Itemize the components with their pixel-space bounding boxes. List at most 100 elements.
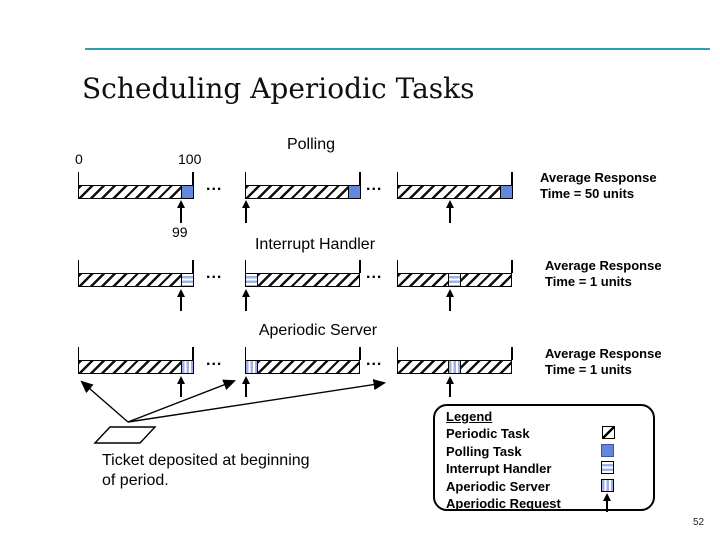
avg-response-server: Average Response Time = 1 units bbox=[545, 346, 662, 378]
legend-label-interrupt-handler: Interrupt Handler bbox=[446, 461, 552, 476]
interrupt-handler-block bbox=[180, 272, 194, 287]
period-tick bbox=[244, 172, 246, 185]
polling-bar-3 bbox=[396, 172, 513, 199]
aperiodic-request-arrow bbox=[176, 376, 185, 397]
polling-bar-1 bbox=[77, 172, 194, 199]
arrow-head bbox=[445, 289, 454, 297]
period-tick bbox=[192, 172, 194, 185]
interrupt-handler-block bbox=[448, 272, 461, 287]
aperiodic-request-arrow bbox=[445, 376, 454, 397]
ellipsis: ... bbox=[366, 265, 383, 282]
avg-response-line2: Time = 1 units bbox=[545, 362, 632, 377]
aperiodic-request-arrow bbox=[241, 200, 250, 223]
ticket-arrow-to-bar3 bbox=[127, 379, 387, 423]
arrow-head bbox=[176, 376, 185, 384]
title-rule bbox=[85, 48, 710, 50]
periodic-task-swatch-icon bbox=[602, 426, 615, 439]
polling-task-block bbox=[347, 184, 361, 199]
ellipsis: ... bbox=[206, 177, 223, 194]
period-tick bbox=[511, 172, 513, 185]
arrow-stem bbox=[244, 297, 247, 311]
period-tick bbox=[511, 347, 513, 360]
avg-response-polling: Average Response Time = 50 units bbox=[540, 170, 657, 202]
ticket-annotation bbox=[80, 379, 387, 444]
aperiodic-request-arrow bbox=[241, 376, 250, 397]
arrow-head bbox=[176, 289, 185, 297]
interrupt-bar-1 bbox=[77, 260, 194, 287]
request-time-label: 99 bbox=[172, 224, 188, 240]
ticket-arrow-to-bar2 bbox=[127, 379, 236, 423]
aperiodic-request-arrow bbox=[241, 289, 250, 311]
ticket-arrow-to-bar1 bbox=[80, 380, 129, 423]
arrow-stem bbox=[448, 297, 451, 311]
period-tick bbox=[244, 347, 246, 360]
period-tick bbox=[359, 172, 361, 185]
period-tick bbox=[192, 260, 194, 273]
aperiodic-server-block bbox=[448, 359, 461, 374]
legend: Legend Periodic Task Polling Task Interr… bbox=[433, 404, 655, 512]
axis-tick-0: 0 bbox=[75, 151, 83, 167]
interrupt-handler-swatch-icon bbox=[601, 461, 614, 474]
avg-response-line1: Average Response bbox=[540, 170, 657, 185]
aperiodic-server-block bbox=[244, 359, 258, 374]
period-tick bbox=[396, 172, 398, 185]
arrow-head bbox=[241, 200, 250, 208]
ticket-parallelogram-icon bbox=[93, 426, 157, 444]
arrow-stem bbox=[244, 384, 247, 397]
arrow-head bbox=[445, 200, 454, 208]
ticket-caption-line1: Ticket deposited at beginning bbox=[102, 452, 310, 469]
avg-response-line1: Average Response bbox=[545, 258, 662, 273]
section-title-interrupt-handler: Interrupt Handler bbox=[254, 236, 376, 253]
section-title-polling: Polling bbox=[286, 136, 336, 153]
interrupt-bar-2 bbox=[244, 260, 361, 287]
aperiodic-request-arrow bbox=[445, 200, 454, 223]
legend-label-polling-task: Polling Task bbox=[446, 444, 522, 459]
server-bar-3 bbox=[396, 347, 513, 374]
aperiodic-server-swatch-icon bbox=[601, 479, 614, 492]
period-tick bbox=[359, 347, 361, 360]
arrow-stem bbox=[448, 384, 451, 397]
page-title: Scheduling Aperiodic Tasks bbox=[82, 72, 475, 105]
period-tick bbox=[244, 260, 246, 273]
server-bar-1 bbox=[77, 347, 194, 374]
aperiodic-server-block bbox=[180, 359, 194, 374]
aperiodic-request-arrow bbox=[176, 200, 185, 223]
arrow-head bbox=[176, 200, 185, 208]
period-tick bbox=[192, 347, 194, 360]
ticket-caption: Ticket deposited at beginning of period. bbox=[102, 451, 310, 491]
legend-title: Legend bbox=[446, 409, 493, 424]
axis-tick-100: 100 bbox=[178, 151, 202, 167]
legend-label-aperiodic-request: Aperiodic Request bbox=[446, 496, 561, 511]
polling-task-block bbox=[499, 184, 513, 199]
aperiodic-request-arrow bbox=[445, 289, 454, 311]
period-tick bbox=[77, 347, 79, 360]
interrupt-handler-block bbox=[244, 272, 258, 287]
ellipsis: ... bbox=[366, 352, 383, 369]
arrow-head bbox=[602, 493, 611, 501]
arrow-stem bbox=[179, 208, 182, 223]
aperiodic-request-swatch-icon bbox=[602, 493, 611, 512]
aperiodic-request-arrow bbox=[176, 289, 185, 311]
avg-response-line1: Average Response bbox=[545, 346, 662, 361]
ellipsis: ... bbox=[206, 352, 223, 369]
arrow-stem bbox=[605, 501, 608, 512]
legend-label-periodic-task: Periodic Task bbox=[446, 426, 530, 441]
arrow-stem bbox=[448, 208, 451, 223]
period-tick bbox=[77, 172, 79, 185]
period-tick bbox=[77, 260, 79, 273]
polling-bar-2 bbox=[244, 172, 361, 199]
arrow-stem bbox=[179, 297, 182, 311]
page-number: 52 bbox=[693, 517, 705, 528]
ellipsis: ... bbox=[206, 265, 223, 282]
interrupt-bar-3 bbox=[396, 260, 513, 287]
polling-task-swatch-icon bbox=[601, 444, 614, 457]
arrow-stem bbox=[179, 384, 182, 397]
avg-response-line2: Time = 1 units bbox=[545, 274, 632, 289]
period-tick bbox=[396, 347, 398, 360]
legend-label-aperiodic-server: Aperiodic Server bbox=[446, 479, 551, 494]
section-title-aperiodic-server: Aperiodic Server bbox=[258, 322, 378, 339]
period-tick bbox=[511, 260, 513, 273]
avg-response-line2: Time = 50 units bbox=[540, 186, 635, 201]
arrow-stem bbox=[244, 208, 247, 223]
